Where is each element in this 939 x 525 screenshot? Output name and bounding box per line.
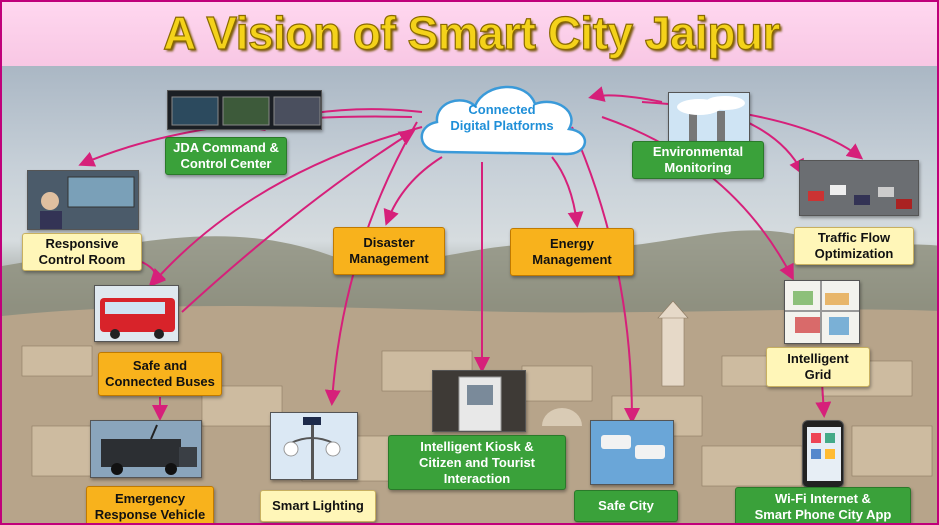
smartphone-image [802, 420, 844, 488]
hub-label-line2: Digital Platforms [450, 118, 554, 133]
traffic-line1: Traffic Flow [817, 230, 891, 245]
kiosk-line3: Interaction [443, 470, 511, 486]
environmental-line1: Environmental [652, 144, 744, 159]
traffic-image [799, 160, 919, 216]
bus-image [94, 285, 179, 342]
connector-buses-upper [181, 129, 416, 313]
emergency-line1: Emergency [114, 490, 186, 506]
car-icon [808, 185, 912, 209]
command-center-screens-image [167, 90, 322, 130]
wifi-line2: Smart Phone City App [754, 507, 892, 522]
traffic-line2: Optimization [814, 246, 894, 261]
safe-city-line1: Safe City [598, 498, 654, 513]
kiosk-line2: Citizen and Tourist [418, 454, 536, 470]
hub-label: Connected Digital Platforms [432, 102, 572, 134]
cctv-camera-icon [591, 421, 673, 484]
buses-line2: Connected Buses [105, 374, 215, 389]
wifi-line1: Wi-Fi Internet & [775, 491, 871, 506]
disaster-line1: Disaster [363, 235, 415, 250]
kiosk-image [432, 370, 526, 432]
grid-map-image [784, 280, 860, 344]
jda-command-line2: Control Center [180, 156, 272, 171]
control-room-image [27, 170, 139, 230]
wifi-app-label: Wi-Fi Internet &Smart Phone City App [735, 487, 911, 523]
control-room-line2: Control Room [38, 252, 126, 267]
connector-control-room-lower [141, 261, 167, 285]
safe-city-image [590, 420, 674, 485]
connector-environmental [588, 86, 663, 103]
connector-grid [601, 116, 794, 281]
street-light-image [270, 412, 358, 480]
kiosk-line1: Intelligent Kiosk & [420, 438, 534, 454]
hub-label-line1: Connected [468, 102, 536, 117]
smartphone-icon [807, 427, 841, 481]
connector-wifi [815, 381, 832, 418]
factory-icon [677, 96, 745, 151]
title-bar: A Vision of Smart City Jaipur [2, 2, 937, 68]
buses-line1: Safe and [132, 358, 188, 373]
bus-icon [100, 298, 175, 339]
map-icon [785, 281, 859, 343]
environmental-line2: Monitoring [664, 160, 732, 175]
jda-command-line1: JDA Command & [173, 140, 279, 155]
disaster-line2: Management [349, 251, 429, 266]
monitor-icon [171, 96, 321, 126]
control-room-line1: Responsive [45, 236, 119, 251]
smart-lighting-label: Smart Lighting [260, 490, 376, 522]
operator-icon [40, 176, 135, 229]
cloud-icon [420, 85, 587, 156]
safe-city-label: Safe City [574, 490, 678, 522]
emergency-line2: Response Vehicle [94, 506, 206, 522]
lamp-icon [283, 417, 341, 479]
connector-buses [149, 126, 423, 287]
connector-energy [551, 156, 584, 228]
emergency-vehicle-image [90, 420, 202, 478]
truck-icon [101, 424, 197, 475]
connector-disaster [383, 156, 443, 226]
grid-line1: Intelligent [787, 351, 849, 366]
lighting-line1: Smart Lighting [272, 498, 364, 513]
page-title: A Vision of Smart City Jaipur [162, 6, 781, 59]
grid-line2: Grid [804, 367, 832, 382]
energy-line2: Management [532, 252, 612, 267]
energy-line1: Energy [549, 236, 595, 251]
jda-command-label: JDA Command &Control Center [165, 137, 287, 175]
kiosk-icon [458, 376, 502, 431]
